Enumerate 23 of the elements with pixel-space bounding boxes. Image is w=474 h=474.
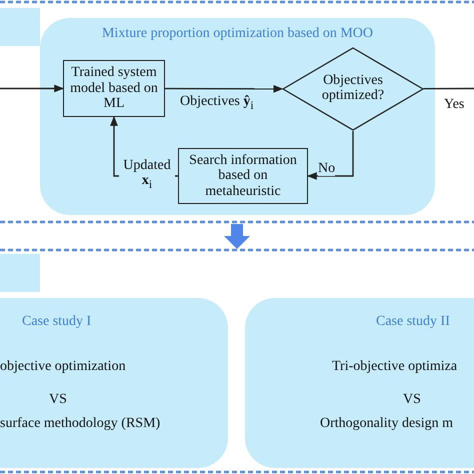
panel-text: VS (49, 392, 67, 408)
panel-title: Case study I (22, 314, 92, 330)
process-text: Search information based on metaheuristic (188, 152, 298, 200)
decision-text: Objectives optimized? (320, 73, 386, 104)
panel-title: Case study II (376, 314, 450, 330)
panel-text: Tri-objective optimiza (332, 359, 458, 374)
decision-diamond (282, 47, 424, 131)
arrow (165, 84, 284, 93)
arrow (0, 84, 64, 92)
panel-text: Orthogonality design m (320, 416, 453, 432)
edge-label: No (318, 161, 336, 176)
arrow (307, 131, 354, 180)
process-box (63, 60, 165, 117)
panel-text: surface methodology (RSM) (0, 416, 160, 432)
panel-title: Mixture proportion optimization based on MOO (100, 26, 374, 42)
connector-line (424, 88, 474, 90)
process-box (178, 148, 308, 204)
group-panel (40, 18, 435, 215)
process-text: Trained system model based on ML (69, 65, 159, 112)
panel-text: VS (403, 392, 421, 408)
case-panel (245, 298, 474, 468)
case-panel (0, 298, 228, 468)
panel-text: objective optimization (0, 359, 126, 374)
